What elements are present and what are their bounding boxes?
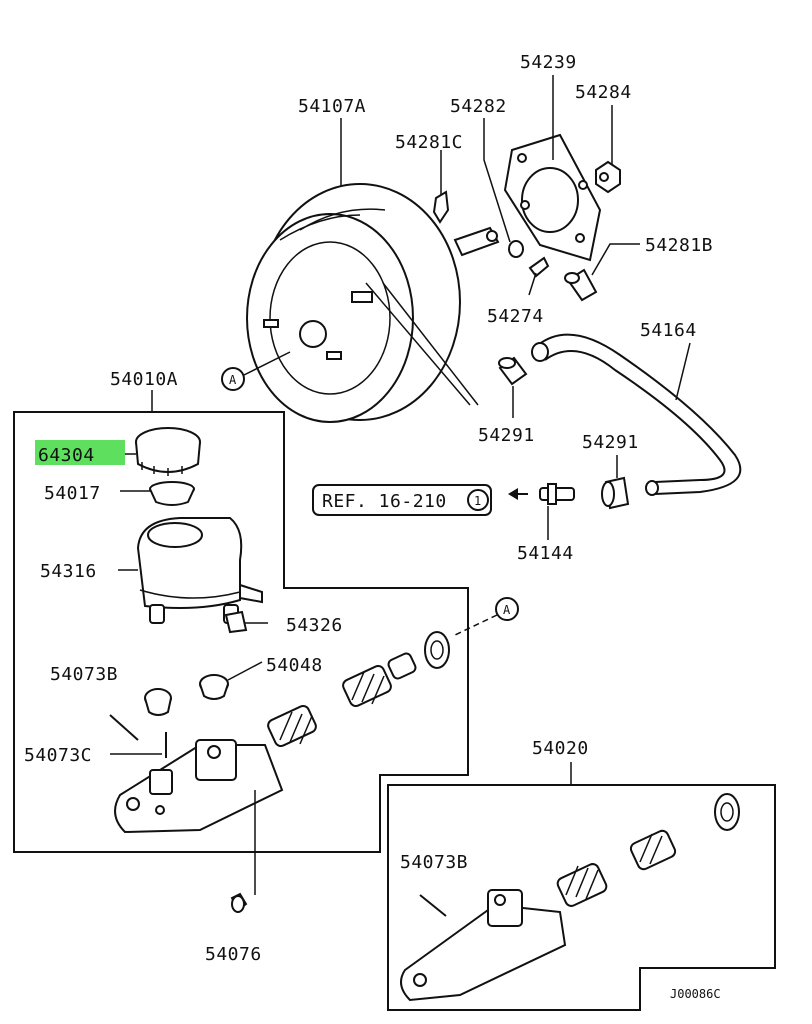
group-outline-54020 (387, 784, 776, 1011)
gasket-plate (503, 133, 602, 262)
ref-index: 1 (474, 494, 481, 508)
reservoir-cap (135, 427, 201, 476)
label-54284[interactable]: 54284 (575, 82, 632, 103)
grommet-54048-b (144, 688, 172, 716)
grommet-54291-booster (498, 356, 528, 386)
label-54076[interactable]: 54076 (205, 944, 262, 965)
diagram-code: J00086C (670, 987, 721, 1001)
reference-box: REF. 16-210 1 (312, 484, 492, 516)
clevis-pin (432, 190, 500, 257)
leader-lines (110, 75, 691, 895)
callout-a-seal[interactable]: A (454, 597, 519, 636)
label-54164[interactable]: 54164 (640, 320, 697, 341)
callout-a-label: A (229, 373, 237, 387)
clip-54274 (528, 256, 550, 278)
label-54291-hose[interactable]: 54291 (582, 432, 639, 453)
nut-54282 (508, 240, 524, 258)
label-54282[interactable]: 54282 (450, 96, 507, 117)
label-54020[interactable]: 54020 (532, 738, 589, 759)
label-54326[interactable]: 54326 (286, 615, 343, 636)
group-outline-54010A (13, 411, 469, 853)
label-54291-booster[interactable]: 54291 (478, 425, 535, 446)
label-54281B[interactable]: 54281B (645, 235, 713, 256)
label-54274[interactable]: 54274 (487, 306, 544, 327)
label-54073B[interactable]: 54073B (50, 664, 118, 685)
label-54316[interactable]: 54316 (40, 561, 97, 582)
strainer (149, 481, 195, 506)
grommet-54326 (224, 610, 248, 634)
grommet-54291-hose (601, 476, 630, 510)
highlight-64304 (35, 440, 125, 465)
label-54239[interactable]: 54239 (520, 52, 577, 73)
nut-54284 (595, 160, 621, 194)
master-cylinder-body (114, 739, 284, 834)
grommet-54048 (199, 674, 229, 700)
label-54107A[interactable]: 54107A (298, 96, 366, 117)
label-54048[interactable]: 54048 (266, 655, 323, 676)
master-cylinder-assembly-54020 (400, 793, 740, 1002)
pin-54073B (109, 714, 139, 741)
label-54010A[interactable]: 54010A (110, 369, 178, 390)
check-valve (508, 483, 575, 505)
bleeder-54076 (230, 892, 248, 913)
piston-assembly (267, 631, 450, 748)
vacuum-hose (531, 333, 742, 496)
reservoir-tank (136, 517, 263, 624)
label-54144[interactable]: 54144 (517, 543, 574, 564)
label-64304[interactable]: 64304 (38, 445, 95, 466)
ref-text: REF. 16-210 (322, 491, 447, 512)
label-54073B-2[interactable]: 54073B (400, 852, 468, 873)
callout-a-booster[interactable]: A (221, 351, 291, 391)
callout-a-label-2: A (503, 603, 511, 617)
label-54281C[interactable]: 54281C (395, 132, 463, 153)
brake-booster (246, 183, 461, 423)
label-54073C[interactable]: 54073C (24, 745, 92, 766)
label-54017[interactable]: 54017 (44, 483, 101, 504)
bolt-54281B (564, 268, 598, 302)
